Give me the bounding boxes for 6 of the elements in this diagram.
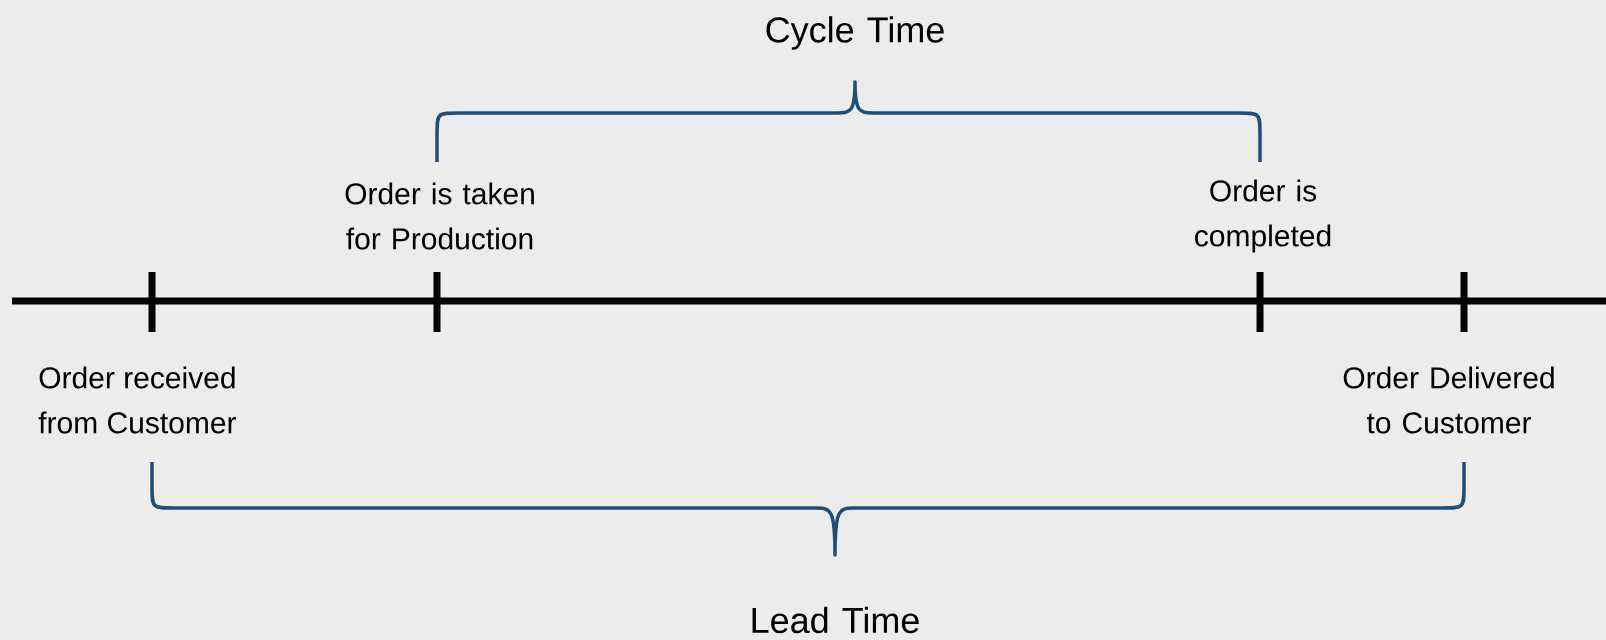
- event-label: Order is taken for Production: [345, 182, 534, 250]
- span-label: Cycle Time: [766, 16, 944, 50]
- event-label: Order Delivered to Customer: [1343, 366, 1554, 434]
- event-label: Order received from Customer: [38, 366, 237, 434]
- event-label: Order is completed: [1195, 179, 1331, 253]
- span-label: Lead Time: [752, 606, 919, 634]
